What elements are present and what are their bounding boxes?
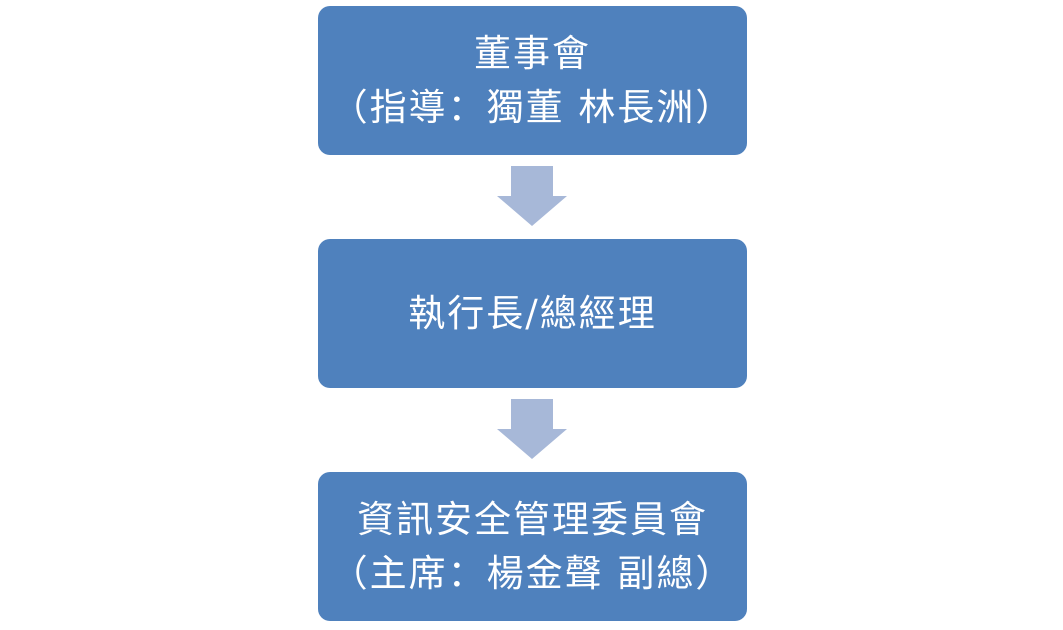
- board-subtitle: （指導：獨董 林長洲）: [330, 85, 735, 129]
- arrow-down-icon: [497, 399, 567, 459]
- ceo-title: 執行長/總經理: [408, 291, 657, 335]
- board-title: 董事會: [474, 31, 591, 75]
- committee-box: 資訊安全管理委員會 （主席：楊金聲 副總）: [318, 472, 747, 621]
- board-box: 董事會 （指導：獨董 林長洲）: [318, 6, 747, 155]
- ceo-box: 執行長/總經理: [318, 239, 747, 388]
- arrow-down-icon: [497, 166, 567, 226]
- committee-title: 資訊安全管理委員會: [357, 497, 708, 541]
- committee-subtitle: （主席：楊金聲 副總）: [330, 551, 735, 595]
